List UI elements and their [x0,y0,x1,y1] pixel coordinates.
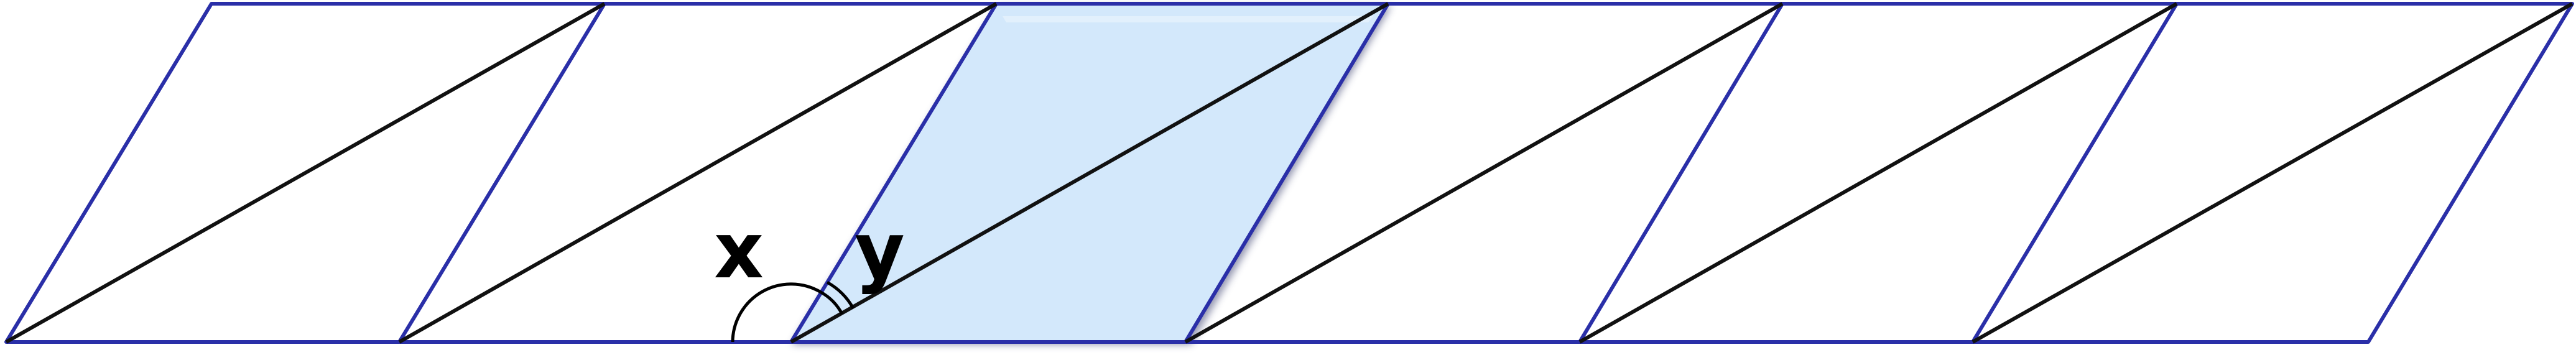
angle-y-arc-outer [826,280,855,310]
angle-x-label: x [714,206,764,296]
divider-1 [397,2,606,343]
diagonal-5 [1578,2,2178,344]
diagonal-6 [1971,2,2574,344]
parallelogram-dividers [397,2,2179,343]
strip-border [4,2,2574,344]
divider-5 [1971,2,2179,343]
diagonal-3 [790,2,1389,344]
divider-2 [789,2,998,343]
parallelogram-diagonals [5,2,2574,344]
diagonal-4 [1184,2,1784,344]
highlight-inner-sheen [1003,16,1373,22]
angle-y-arc-inner [820,290,844,315]
angle-x-arc [731,282,822,343]
angle-y-label: y [855,206,905,296]
strip-outline [4,2,2574,344]
divider-3 [1184,2,1390,343]
diagonal-2 [398,2,998,344]
diagonal-1 [5,2,606,344]
divider-4 [1578,2,1784,343]
angle-markers [731,280,855,343]
